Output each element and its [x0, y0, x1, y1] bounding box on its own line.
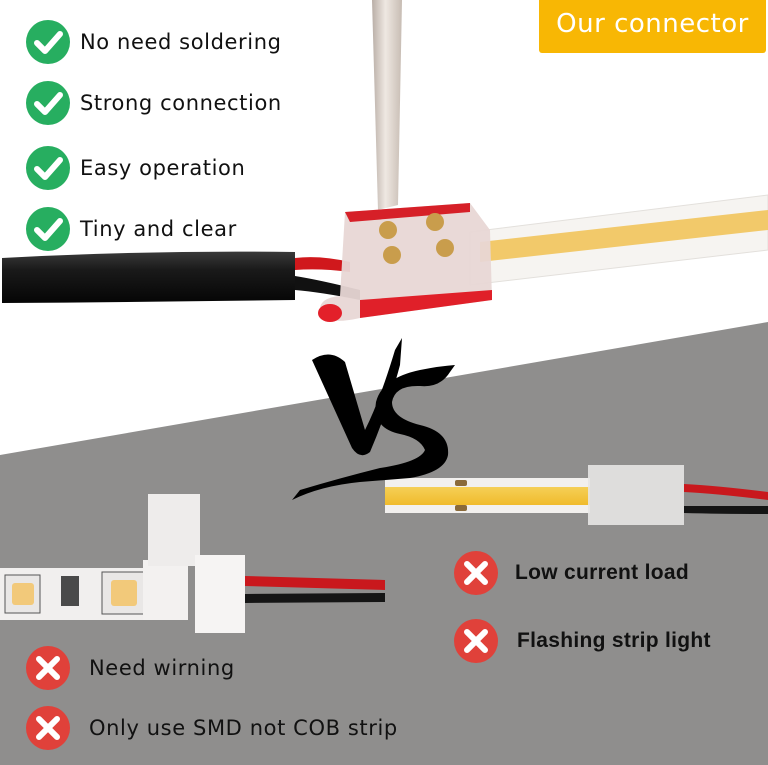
clear-connector: [588, 465, 684, 525]
pro-label: Easy operation: [80, 156, 246, 180]
pro-item: No need soldering: [25, 19, 282, 65]
con-label: Low current load: [515, 561, 689, 584]
check-circle-icon: [26, 81, 70, 125]
x-circle-icon: [454, 619, 498, 663]
pro-item: Easy operation: [25, 145, 245, 191]
white-connector: [143, 560, 188, 620]
con-label: Need wirning: [89, 656, 235, 680]
x-circle-icon: [454, 551, 498, 595]
pro-label: No need soldering: [80, 30, 282, 54]
pro-label: Tiny and clear: [80, 217, 237, 241]
screwdriver: [372, 0, 402, 210]
con-label: Only use SMD not COB strip: [89, 716, 398, 740]
pro-item: Strong connection: [25, 80, 282, 126]
con-item: Only use SMD not COB strip: [25, 705, 398, 751]
con-item: Flashing strip light: [453, 618, 711, 664]
check-circle-icon: [26, 207, 70, 251]
con-label: Flashing strip light: [517, 629, 711, 652]
check-circle-icon: [26, 20, 70, 64]
red-connector: [319, 203, 492, 321]
con-item: Need wirning: [25, 645, 235, 691]
vs-graphic: [292, 338, 455, 500]
check-circle-icon: [26, 146, 70, 190]
pro-label: Strong connection: [80, 91, 282, 115]
x-circle-icon: [26, 706, 70, 750]
con-item: Low current load: [453, 550, 689, 596]
gray-region: [0, 322, 768, 765]
our-connector-badge: Our connector: [539, 0, 766, 53]
black-cable: [2, 251, 295, 303]
x-circle-icon: [26, 646, 70, 690]
pro-item: Tiny and clear: [25, 206, 237, 252]
